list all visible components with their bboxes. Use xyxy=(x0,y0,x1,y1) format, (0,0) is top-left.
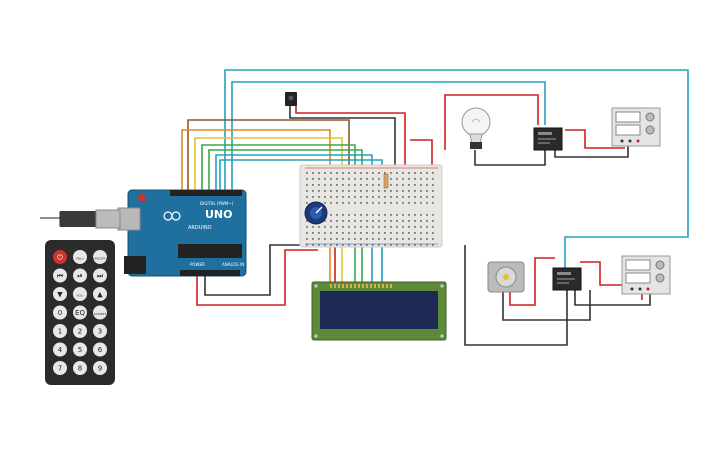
wire-relay1-black[interactable] xyxy=(554,145,629,158)
remote-button-label: 2 xyxy=(78,328,82,336)
remote-button-label: 7 xyxy=(58,365,62,373)
wire-teal-2[interactable] xyxy=(231,81,546,190)
remote-button-label: 6 xyxy=(98,346,103,354)
wire-motor-black[interactable] xyxy=(464,245,568,346)
lcd-pins xyxy=(330,284,392,288)
remote-button-label: EQ xyxy=(75,309,85,317)
remote-button-six[interactable]: 6 xyxy=(93,342,107,357)
remote-button-label: FUNC/STOP xyxy=(91,257,108,261)
wire-relay2-black[interactable] xyxy=(574,290,651,306)
wire-ir-red[interactable] xyxy=(295,105,406,175)
relay-2 xyxy=(552,267,582,291)
wire-bulb-red[interactable] xyxy=(444,94,539,150)
remote-button-four[interactable]: 4 xyxy=(53,342,67,357)
arduino-power-label: POWER xyxy=(190,262,205,267)
power-supply-2 xyxy=(621,255,671,295)
ir-remote: ⏻ VOL+ FUNC/STOP ⏮ ⏯ ⏭ ▼ VOL- ▲ 0 EQ ST/REPT 1 2 3 4 5 6 7… xyxy=(45,240,115,385)
remote-button-label: ▼ xyxy=(57,291,63,299)
remote-buttons: ⏻ VOL+ FUNC/STOP ⏮ ⏯ ⏭ ▼ VOL- ▲ 0 EQ ST/REPT 1 2 3 4 5 6 7… xyxy=(53,250,109,375)
remote-button-label: VOL+ xyxy=(76,257,85,261)
lcd-screen xyxy=(320,291,438,329)
remote-button-seven[interactable]: 7 xyxy=(53,361,67,375)
arduino-uno[interactable]: UNO ARDUINO DIGITAL (PWM~) ANALOG IN POW… xyxy=(40,189,247,277)
potentiometer[interactable] xyxy=(304,201,328,225)
remote-button-five[interactable]: 5 xyxy=(73,342,87,357)
wire-power-red[interactable] xyxy=(196,249,318,306)
remote-button-prev[interactable]: ⏮ xyxy=(53,268,67,283)
remote-button-next[interactable]: ⏭ xyxy=(93,268,107,283)
remote-button-label: VOL- xyxy=(76,294,83,298)
resistor xyxy=(383,173,389,189)
remote-button-eq[interactable]: EQ xyxy=(73,305,87,320)
remote-button-label: 5 xyxy=(78,346,82,354)
remote-button-label: 4 xyxy=(58,346,63,354)
breadboard-holes xyxy=(306,172,434,246)
remote-button-three[interactable]: 3 xyxy=(93,324,107,338)
remote-button-func[interactable]: FUNC/STOP xyxy=(91,250,109,264)
ir-receiver xyxy=(285,92,297,106)
arduino-digital-label: DIGITAL (PWM~) xyxy=(200,201,234,206)
remote-button-down[interactable]: ▼ xyxy=(53,287,67,301)
wire-relay1-red[interactable] xyxy=(565,129,625,149)
atmega-chip xyxy=(178,244,242,258)
remote-button-vol_plus[interactable]: VOL+ xyxy=(73,250,87,264)
remote-button-label: ⏭ xyxy=(97,272,104,280)
remote-button-label: ⏮ xyxy=(57,272,63,280)
remote-button-st[interactable]: ST/REPT xyxy=(93,305,107,320)
arduino-uno-text: UNO xyxy=(205,208,233,221)
remote-button-label: ▲ xyxy=(97,291,103,299)
remote-button-play[interactable]: ⏯ xyxy=(73,268,87,283)
remote-button-label: 9 xyxy=(98,365,102,373)
breadboard[interactable] xyxy=(299,164,443,248)
wire-motor-red-1[interactable] xyxy=(509,257,555,306)
remote-button-up[interactable]: ▲ xyxy=(93,287,107,301)
light-bulb xyxy=(461,107,491,149)
reset-button[interactable] xyxy=(138,194,146,202)
remote-button-one[interactable]: 1 xyxy=(53,324,67,338)
remote-button-label: ⏻ xyxy=(57,254,63,262)
usb-port xyxy=(117,207,141,231)
remote-button-power[interactable]: ⏻ xyxy=(53,250,67,264)
remote-button-eight[interactable]: 8 xyxy=(73,361,87,375)
remote-button-two[interactable]: 2 xyxy=(73,324,87,338)
remote-button-label: 0 xyxy=(58,309,62,317)
remote-button-label: 1 xyxy=(58,328,62,336)
arduino-sub-text: ARDUINO xyxy=(188,225,212,231)
remote-button-nine[interactable]: 9 xyxy=(93,361,107,375)
remote-button-label: 3 xyxy=(98,328,102,336)
power-supply-1 xyxy=(611,107,661,147)
wire-brown[interactable] xyxy=(187,119,350,190)
wire-ir-black[interactable] xyxy=(289,105,396,180)
remote-button-zero[interactable]: 0 xyxy=(53,305,67,320)
remote-button-label: ST/REPT xyxy=(94,312,107,316)
arduino-analog-label: ANALOG IN xyxy=(222,262,244,267)
remote-button-label: 8 xyxy=(78,365,82,373)
relay-1 xyxy=(533,127,563,151)
wire-bulb-black[interactable] xyxy=(474,150,546,166)
wire-rail-red[interactable] xyxy=(410,139,433,170)
wire-teal-top[interactable] xyxy=(224,69,689,275)
remote-button-label: ⏯ xyxy=(77,272,83,280)
remote-button-vol_minus[interactable]: VOL- xyxy=(73,287,87,301)
wire-power-black[interactable] xyxy=(204,244,308,296)
dc-motor xyxy=(487,261,525,293)
power-jack xyxy=(124,256,146,274)
lcd-display xyxy=(311,281,447,341)
